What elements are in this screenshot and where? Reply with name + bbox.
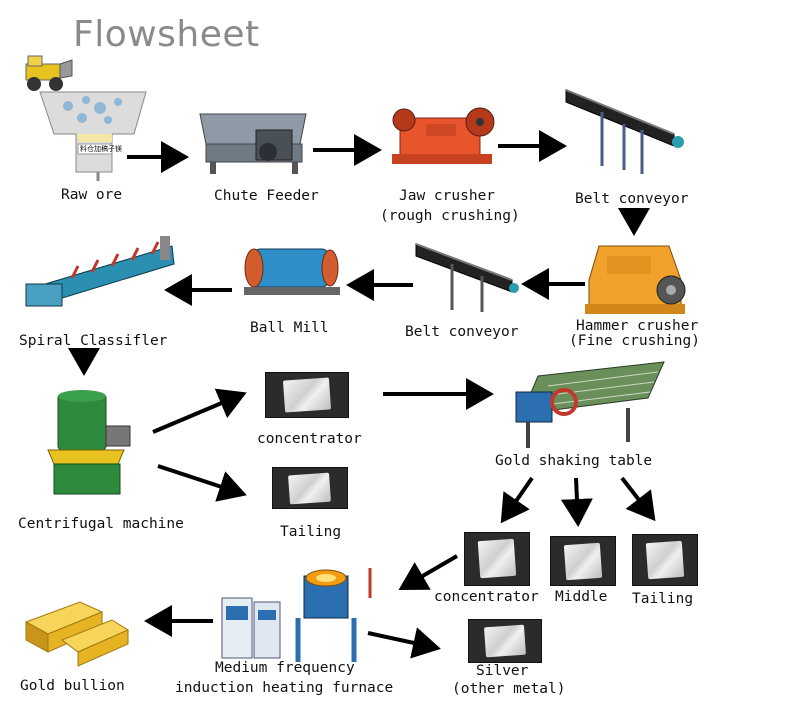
ball-mill-icon [244,248,340,295]
label-furnace-line1: Medium frequency [215,660,355,676]
concentrator-1-photo [265,372,349,418]
label-concentrator-2: concentrator [434,589,539,605]
label-furnace-line2: induction heating furnace [175,680,394,696]
label-jaw-crusher-note: (rough crushing) [380,208,520,224]
belt-conveyor-icon [565,89,684,174]
jaw-crusher-icon [392,107,495,164]
arrow-centrifuge-to-tailing [157,464,247,502]
belt-conveyor-2-icon [415,243,519,312]
label-tailing-1: Tailing [280,524,342,540]
induction-furnace-icon [221,568,372,662]
label-hammer-crusher-note: (Fine crushing) [569,333,700,349]
spiral-classifier-icon [25,236,175,307]
label-chute-feeder: Chute Feeder [214,188,319,204]
arrow-table-to-tailing [620,476,656,522]
chute-feeder-icon [199,113,307,174]
label-concentrator-1: concentrator [257,431,362,447]
arrow-centrifuge-to-concentrator [152,388,247,434]
label-centrifugal-machine: Centrifugal machine [18,516,184,532]
middle-photo [550,536,616,586]
arrow-furnace-to-silver [367,627,441,659]
arrow-table-to-concentrator [500,476,534,524]
label-raw-ore: Raw ore [61,187,123,203]
label-spiral-classifier: Spiral Classifler [19,333,168,349]
centrifugal-machine-icon [47,390,131,495]
arrow-concentrator-to-furnace [398,554,459,591]
label-tailing-2: Tailing [632,591,694,607]
label-gold-shaking-table: Gold shaking table [495,453,653,469]
label-jaw-crusher: Jaw crusher [399,188,496,204]
label-gold-bullion: Gold bullion [20,678,125,694]
diagram-title: Flowsheet [73,14,260,55]
loader-icon [25,55,73,91]
label-middle: Middle [555,589,608,605]
label-silver: Silver [476,663,529,679]
label-ball-mill: Ball Mill [250,320,329,336]
hopper-icon [39,91,147,181]
label-other-metal: (other metal) [452,681,566,697]
label-belt-conveyor-2: Belt conveyor [405,324,519,340]
shaking-table-icon [515,361,665,448]
label-belt-conveyor-1: Belt conveyor [575,191,689,207]
tailing-1-photo [272,467,348,509]
concentrator-2-photo [464,532,530,586]
gold-bullion-icon [24,601,130,667]
tailing-2-photo [632,534,698,586]
label-hammer-crusher: Hammer crusher [576,318,699,334]
hopper-sign: 料仓加稿子镁 [80,145,122,153]
arrow-table-to-middle [560,477,593,527]
silver-photo [468,619,542,663]
hammer-crusher-icon [585,245,686,314]
